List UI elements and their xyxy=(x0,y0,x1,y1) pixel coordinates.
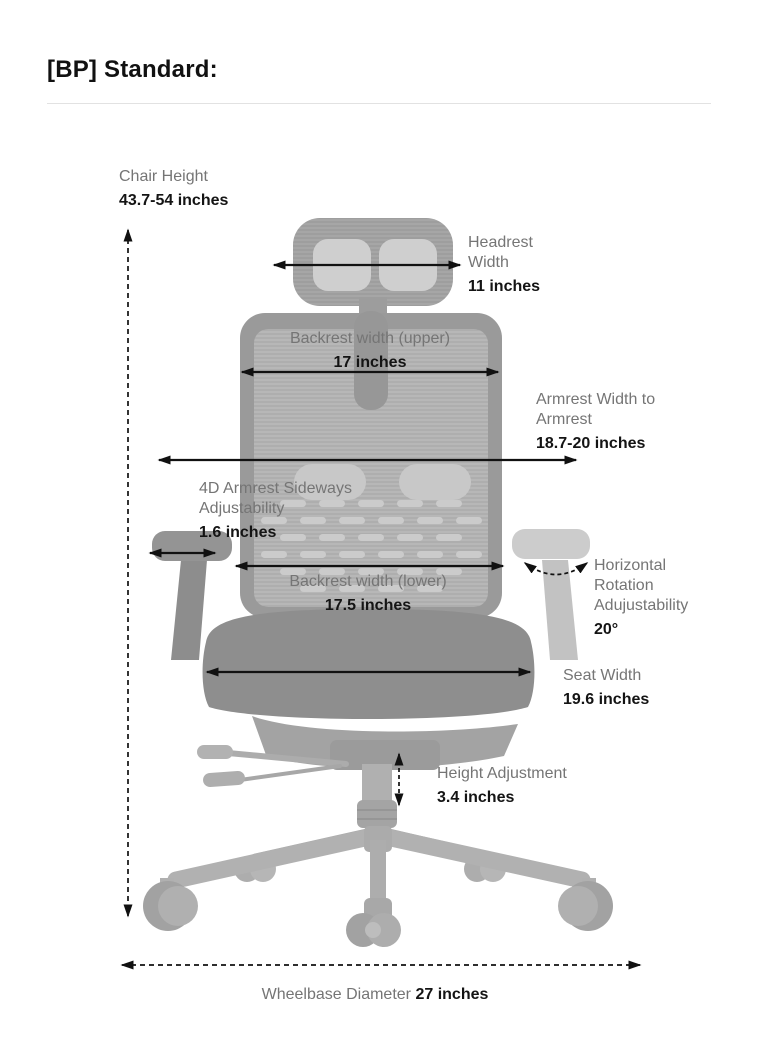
seat-width-annotation: Seat Width 19.6 inches xyxy=(563,666,713,710)
seat-width-value: 19.6 inches xyxy=(563,691,650,708)
chair-height-value: 43.7-54 inches xyxy=(119,192,229,209)
height-adjustment-value: 3.4 inches xyxy=(437,789,515,806)
seat-width-label: Seat Width xyxy=(563,667,642,684)
chair-height-label: Chair Height xyxy=(119,168,208,185)
title-divider xyxy=(47,103,711,104)
wheelbase-label: Wheelbase Diameter xyxy=(261,986,411,1003)
armrest-width-value: 18.7-20 inches xyxy=(536,435,646,452)
backrest-lower-label: Backrest width (lower) xyxy=(289,573,447,590)
backrest-lower-value: 17.5 inches xyxy=(324,597,412,614)
backrest-lower-annotation: Backrest width (lower) 17.5 inches xyxy=(238,572,498,616)
backrest-upper-value: 17 inches xyxy=(333,354,407,371)
page-title: [BP] Standard: xyxy=(47,56,218,83)
backrest-upper-annotation: Backrest width (upper) 17 inches xyxy=(240,329,500,373)
height-adjustment-annotation: Height Adjustment 3.4 inches xyxy=(437,764,637,808)
horizontal-rotation-label: Horizontal Rotation Adujustability xyxy=(594,557,689,614)
backrest-upper-label: Backrest width (upper) xyxy=(289,330,451,347)
horizontal-rotation-annotation: Horizontal Rotation Adujustability 20° xyxy=(594,556,702,640)
wheelbase-value: 27 inches xyxy=(415,986,489,1003)
headrest-width-value: 11 inches xyxy=(468,278,541,295)
headrest-width-label: Headrest Width xyxy=(468,234,533,271)
armrest-width-annotation: Armrest Width to Armrest 18.7-20 inches xyxy=(536,390,678,454)
wheelbase-annotation: Wheelbase Diameter 27 inches xyxy=(135,984,615,1005)
armrest-width-label: Armrest Width to Armrest xyxy=(536,391,656,428)
headrest-width-annotation: Headrest Width 11 inches xyxy=(468,233,560,297)
armrest-sideways-annotation: 4D Armrest Sideways Adjustability 1.6 in… xyxy=(199,479,379,543)
horizontal-rotation-value: 20° xyxy=(594,621,619,638)
armrest-sideways-value: 1.6 inches xyxy=(199,524,277,541)
armrest-sideways-label: 4D Armrest Sideways Adjustability xyxy=(199,480,352,517)
height-adjustment-label: Height Adjustment xyxy=(437,765,567,782)
chair-height-annotation: Chair Height 43.7-54 inches xyxy=(119,167,319,211)
